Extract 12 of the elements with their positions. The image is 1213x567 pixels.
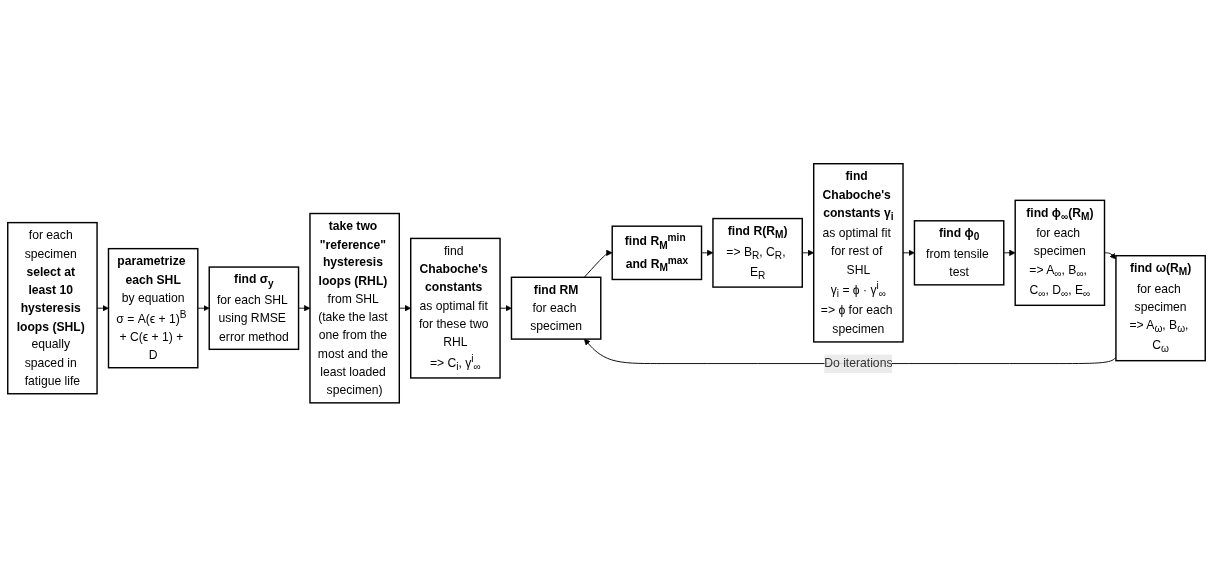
node-box [1115,255,1206,362]
node-box [309,213,400,404]
node-box [712,218,803,288]
node-box [813,163,904,343]
node-box [410,237,501,379]
node-box [510,276,602,340]
node-box [611,225,703,281]
node-box [107,248,199,369]
node-box [7,222,98,395]
node-box [1014,199,1106,307]
node-box [913,220,1005,286]
node-box [208,266,300,351]
